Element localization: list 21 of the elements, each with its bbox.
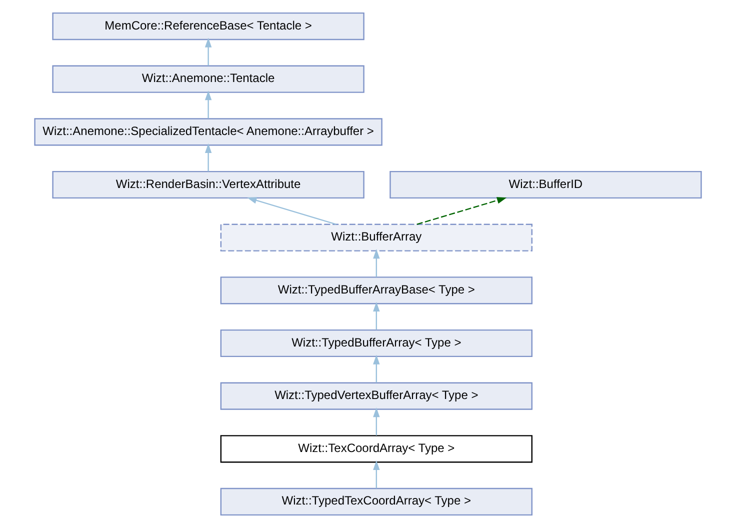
node-box: Wizt::BufferArray — [220, 224, 532, 252]
node-box: Wizt::BufferID — [390, 170, 702, 199]
arrow — [373, 460, 380, 488]
node-box: Wizt::TypedVertexBufferArray< Type > — [220, 382, 532, 410]
node-box: Wizt::TypedTexCoordArray< Type > — [220, 488, 532, 516]
node-box: Wizt::TypedBufferArrayBase< Type > — [220, 276, 532, 304]
node-box: MemCore::ReferenceBase< Tentacle > — [52, 12, 364, 40]
arrow — [204, 90, 212, 118]
arrow — [416, 197, 507, 225]
arrow — [204, 38, 212, 66]
arrow — [247, 197, 336, 225]
node-box: Wizt::Anemone::Tentacle — [52, 65, 364, 93]
node-box: Wizt::RenderBasin::VertexAttribute — [52, 170, 364, 199]
arrow — [373, 302, 380, 330]
arrow — [373, 354, 380, 383]
node-box: Wizt::Anemone::SpecializedTentacle< Anemone::Arraybuffer > — [34, 118, 382, 146]
arrow — [373, 249, 380, 277]
arrow — [204, 143, 212, 172]
arrow — [373, 408, 380, 436]
node-box: Wizt::TypedBufferArray< Type > — [220, 329, 532, 358]
node-box: Wizt::TexCoordArray< Type > — [220, 435, 532, 463]
